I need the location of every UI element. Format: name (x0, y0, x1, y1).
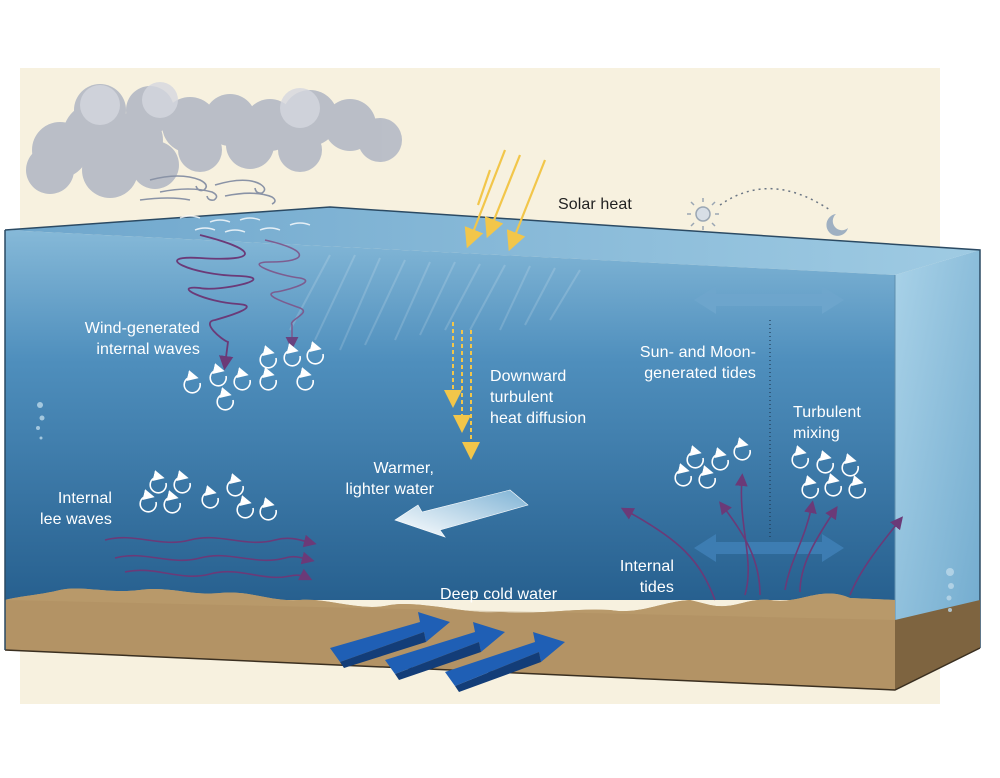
label-downward-line-2: turbulent (490, 389, 554, 406)
tide-arrow-bottom (694, 534, 844, 562)
label-lee-line-2: lee waves (39, 511, 112, 528)
internal-tide-arrows (620, 473, 903, 601)
label-wind-line-2: internal waves (96, 341, 200, 358)
label-internal-tides-line-2: tides (639, 579, 674, 596)
solar-heat-arrows (464, 149, 547, 252)
label-warmer-water: Warmer, lighter water (300, 458, 434, 500)
label-deep-cold-water: Deep cold water (440, 586, 558, 603)
label-wind-line-1: Wind-generated (84, 320, 200, 337)
label-tides-line-2: generated tides (644, 365, 756, 382)
label-lee-line-1: Internal (57, 490, 112, 507)
label-warmer-line-1: Warmer, (373, 460, 434, 477)
label-internal-lee-waves: Internal lee waves (30, 488, 112, 530)
downward-diffusion-arrows (444, 322, 480, 460)
wind-wave-spiral-1 (176, 234, 255, 371)
label-warmer-line-2: lighter water (345, 481, 434, 498)
seafloor (5, 588, 895, 690)
lee-wave-arrows (104, 534, 317, 581)
label-tides-line-1: Sun- and Moon- (639, 344, 756, 361)
celestial-path (719, 188, 831, 211)
deep-cold-water-arrows (330, 612, 565, 692)
label-mixing-line-2: mixing (793, 425, 840, 442)
ocean-side-face (895, 250, 980, 690)
label-sun-moon-tides: Sun- and Moon- generated tides (600, 342, 756, 384)
label-wind-internal-waves: Wind-generated internal waves (60, 318, 200, 360)
sun-icon (687, 198, 719, 230)
label-solar-heat: Solar heat (558, 196, 632, 213)
label-turbulent-mixing: Turbulent mixing (793, 402, 861, 444)
moon-icon (826, 214, 848, 236)
warm-water-arrow (394, 489, 529, 538)
tide-arrow-top (694, 286, 844, 314)
ocean-front-face (5, 230, 895, 600)
label-downward-line-1: Downward (490, 368, 567, 385)
label-internal-tides: Internal tides (600, 556, 674, 598)
bubble-icon (36, 402, 954, 612)
label-downward-diffusion: Downward turbulent heat diffusion (490, 366, 586, 429)
ocean-surface (5, 207, 980, 275)
label-downward-line-3: heat diffusion (490, 410, 587, 427)
wind-wave-spiral-2 (258, 239, 307, 350)
label-mixing-line-1: Turbulent (793, 404, 861, 421)
label-internal-tides-line-1: Internal (619, 558, 674, 575)
wind-gust-icon (139, 175, 276, 205)
